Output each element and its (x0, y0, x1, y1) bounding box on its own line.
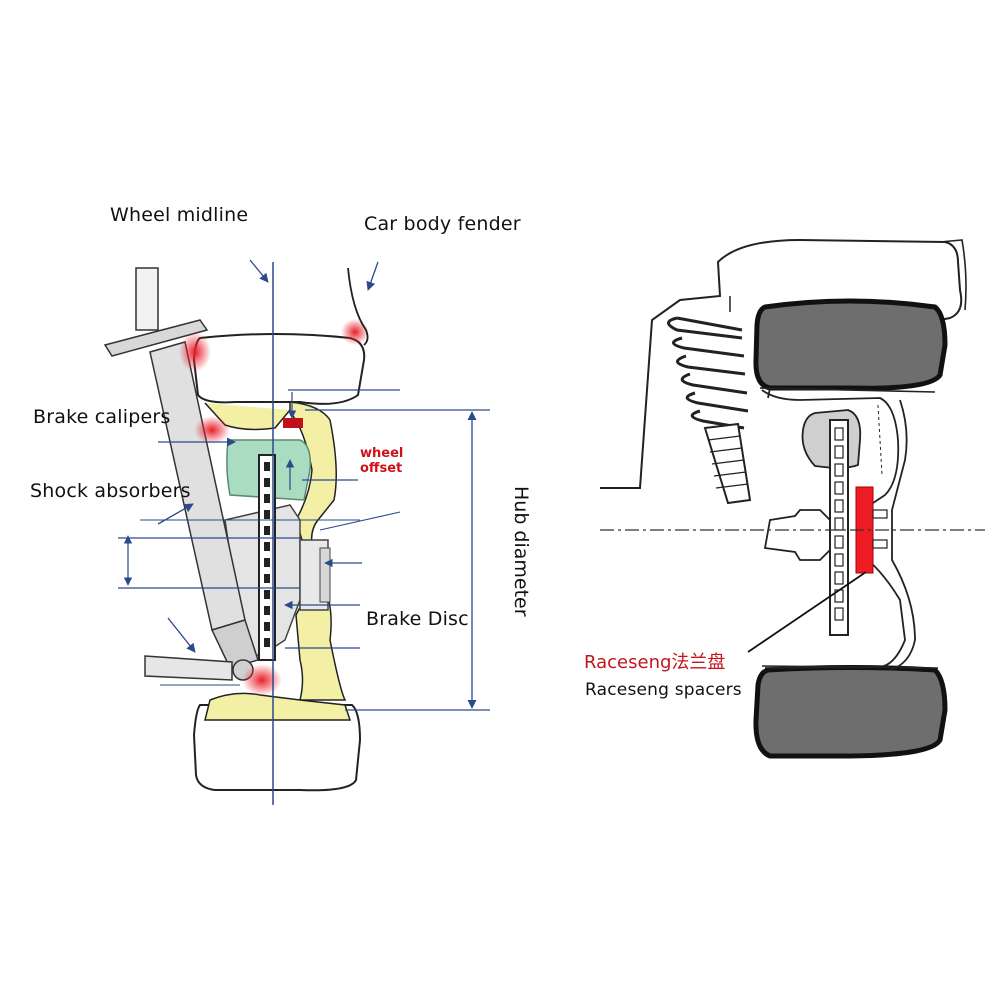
brake-disc-label: Brake Disc (366, 608, 469, 630)
raceseng-cn-label: Raceseng法兰盘 (584, 652, 726, 673)
left-brake-disc (258, 454, 276, 661)
balljoint-glow (242, 664, 282, 696)
left-fender (347, 267, 369, 346)
right-shock-body (703, 422, 752, 505)
wheel-offset-label-line2: offset (360, 461, 403, 476)
wheel-offset-label: wheel offset (360, 446, 403, 476)
left-rim (289, 401, 347, 701)
right-brake-disc (829, 419, 849, 636)
right-top-tire (753, 298, 948, 391)
right-car-body (600, 238, 963, 489)
shock-absorbers-label: Shock absorbers (30, 480, 191, 502)
right-coil-spring (667, 316, 749, 430)
right-disc-slots (834, 427, 844, 621)
strut-glow (179, 332, 211, 372)
left-strut-top (103, 319, 209, 357)
raceseng-spacers-label: Raceseng spacers (585, 680, 742, 700)
right-bottom-tire (753, 665, 948, 759)
right-wheel-diagram (600, 238, 985, 759)
car-body-fender-label: Car body fender (364, 213, 521, 235)
wheel-offset-label-line1: wheel (360, 446, 404, 461)
fender-glow (341, 319, 369, 345)
left-strut-rod (135, 267, 159, 331)
right-rim (761, 387, 916, 671)
brake-calipers-label: Brake calipers (33, 406, 171, 428)
left-disc-holes (264, 462, 270, 647)
right-axle (763, 509, 831, 561)
hub-diameter-label: Hub diameter (510, 486, 532, 617)
left-control-arm (144, 655, 233, 681)
wheel-midline-label: Wheel midline (110, 204, 249, 226)
left-bottom-tire (192, 704, 362, 792)
caliper-glow (194, 416, 230, 444)
left-top-tire (192, 333, 366, 405)
left-wheel-diagram (103, 259, 490, 805)
right-studs (872, 509, 888, 549)
